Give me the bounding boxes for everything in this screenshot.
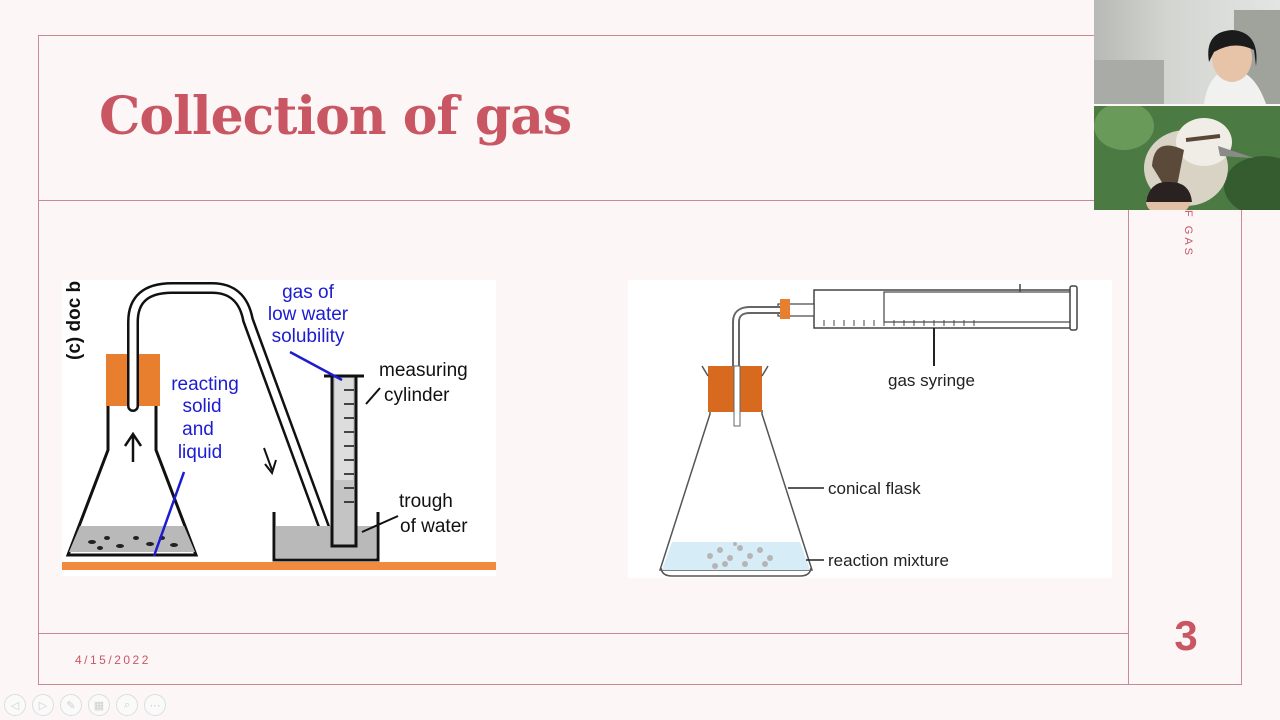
cylinder-label-line-2: cylinder [384,385,450,406]
prev-slide-button[interactable]: ◁ [4,694,26,716]
more-options-button[interactable]: ⋯ [144,694,166,716]
cylinder-label-line-1: measuring [379,360,468,381]
diagram-water-displacement: (c) doc b [62,280,496,576]
side-tab-label: F GAS [1182,210,1194,259]
gas-flow-arrow-up [123,431,143,462]
gas-label-line-2: low water [268,304,349,325]
person-hair [1208,30,1257,66]
presenter-toolbar: ◁ ▷ ✎ ▦ ⌕ ⋯ [4,694,166,716]
trough-label-line-1: trough [399,491,453,512]
source-tag: (c) doc b [64,281,85,360]
gas-label-line-1: gas of [282,282,334,303]
water-trough [272,512,380,562]
slide-page-number: 3 [1174,612,1198,659]
gas-label-line-3: solubility [272,326,345,347]
diagram-gas-syringe: gas syringe conical flask reaction mixtu… [628,280,1112,578]
gas-syringe [777,284,1078,366]
footer-divider [38,633,1128,634]
reactants-label-line-3: and [182,419,214,440]
slides-grid-button[interactable]: ▦ [88,694,110,716]
participant-webcam-tile[interactable] [1094,0,1280,104]
side-tab-left [1128,210,1129,685]
frame-top [38,35,1094,36]
title-divider [38,200,1094,201]
measuring-cylinder [324,374,364,548]
reactants-label-line-4: liquid [178,442,222,463]
slide-date: 4/15/2022 [75,653,151,667]
pen-tool-button[interactable]: ✎ [60,694,82,716]
side-tab-right [1241,210,1242,685]
participant-kookaburra-tile[interactable] [1094,106,1280,210]
bench-bar [62,562,496,570]
reactants-label-line-2: solid [182,396,221,417]
slide-title: Collection of gas [99,86,572,147]
reactants-label-line-1: reacting [171,374,239,395]
flask-label: conical flask [828,479,921,498]
conical-flask [658,365,814,577]
zoom-button[interactable]: ⌕ [116,694,138,716]
frame-left [38,35,39,685]
bird-head [1176,118,1232,166]
person-shirt [1204,70,1266,104]
next-slide-button[interactable]: ▷ [32,694,54,716]
gas-flow-arrow-down [263,447,277,476]
mixture-label: reaction mixture [828,551,949,570]
syringe-label: gas syringe [888,371,975,390]
bird-beak [1218,146,1254,158]
trough-label-line-2: of water [400,516,468,537]
frame-bottom [38,684,1242,685]
